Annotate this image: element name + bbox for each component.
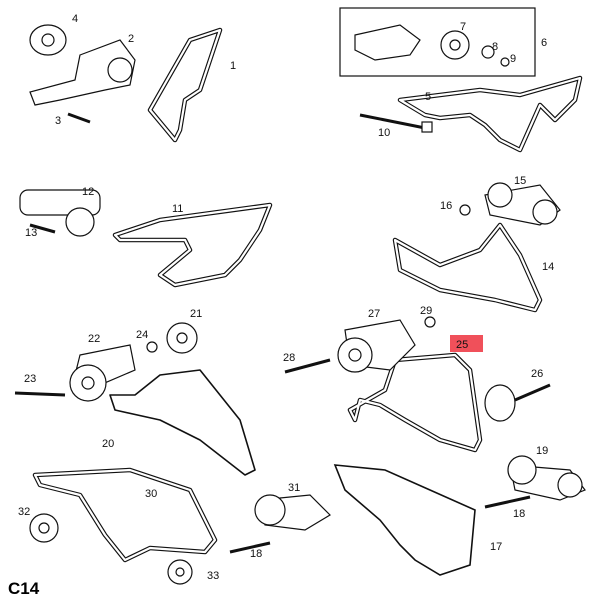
label-23[interactable]: 23 <box>24 373 36 385</box>
label-7[interactable]: 7 <box>460 21 466 33</box>
tensioner-4 <box>29 24 67 56</box>
pulley-7 <box>440 30 470 60</box>
label-9[interactable]: 9 <box>510 53 516 65</box>
washer-8 <box>481 45 495 59</box>
label-21[interactable]: 21 <box>190 308 202 320</box>
bolt-10 <box>359 113 433 133</box>
label-29[interactable]: 29 <box>420 305 432 317</box>
highlight-25 <box>450 335 483 352</box>
label-3[interactable]: 3 <box>55 115 61 127</box>
bolt-3 <box>67 112 91 124</box>
label-13[interactable]: 13 <box>25 227 37 239</box>
label-6[interactable]: 6 <box>541 37 547 49</box>
label-14[interactable]: 14 <box>542 261 554 273</box>
diagram-code: C14 <box>8 579 40 598</box>
label-25[interactable]: 25 <box>456 339 468 351</box>
label-24[interactable]: 24 <box>136 329 148 341</box>
pulley-33 <box>167 559 193 585</box>
belt-1 <box>147 27 223 143</box>
label-4[interactable]: 4 <box>72 13 78 25</box>
bolt-13 <box>29 223 56 234</box>
belt-14 <box>392 222 543 313</box>
part-labels: 4 2 1 3 6 7 8 9 5 10 12 11 13 16 15 14 2… <box>18 13 554 582</box>
bolt-18-left <box>229 541 271 554</box>
label-18-right[interactable]: 18 <box>513 508 525 520</box>
bolt-9 <box>500 57 510 67</box>
belt-17 <box>333 464 476 576</box>
tensioner-19 <box>507 455 586 501</box>
label-27[interactable]: 27 <box>368 308 380 320</box>
label-26[interactable]: 26 <box>531 368 543 380</box>
label-2[interactable]: 2 <box>128 33 134 45</box>
label-18-left[interactable]: 18 <box>250 548 262 560</box>
bolt-28 <box>284 358 331 374</box>
label-32[interactable]: 32 <box>18 506 30 518</box>
label-28[interactable]: 28 <box>283 352 295 364</box>
label-8[interactable]: 8 <box>492 41 498 53</box>
label-31[interactable]: 31 <box>288 482 300 494</box>
pulley-32 <box>29 513 59 543</box>
tensioner-27 <box>337 319 416 373</box>
pulley-26 <box>484 383 551 422</box>
tensioner-12 <box>19 189 101 237</box>
nut-24 <box>146 341 158 353</box>
tensioner-bracket-2 <box>29 39 136 106</box>
label-20[interactable]: 20 <box>102 438 114 450</box>
tensioner-31 <box>254 494 331 531</box>
nut-29 <box>424 316 436 328</box>
belt-11 <box>112 202 273 288</box>
belt-25 <box>347 352 483 453</box>
pulley-21 <box>166 322 198 354</box>
bolt-18-right <box>484 495 531 509</box>
bolt-16 <box>459 204 471 216</box>
tensioner-kit <box>354 24 421 61</box>
label-15[interactable]: 15 <box>514 175 526 187</box>
label-30[interactable]: 30 <box>145 488 157 500</box>
label-17[interactable]: 17 <box>490 541 502 553</box>
label-10[interactable]: 10 <box>378 127 390 139</box>
belt-5 <box>397 75 583 153</box>
label-19[interactable]: 19 <box>536 445 548 457</box>
label-33[interactable]: 33 <box>207 570 219 582</box>
kit-box <box>339 7 536 77</box>
label-5[interactable]: 5 <box>425 91 431 103</box>
bolt-23 <box>14 391 66 397</box>
label-1[interactable]: 1 <box>230 60 236 72</box>
label-16[interactable]: 16 <box>440 200 452 212</box>
label-22[interactable]: 22 <box>88 333 100 345</box>
label-12[interactable]: 12 <box>82 186 94 198</box>
tensioner-22 <box>69 344 136 402</box>
belt-20 <box>109 369 256 476</box>
label-11[interactable]: 11 <box>172 203 183 215</box>
tensioner-15 <box>484 182 561 226</box>
belt-30 <box>32 467 218 563</box>
